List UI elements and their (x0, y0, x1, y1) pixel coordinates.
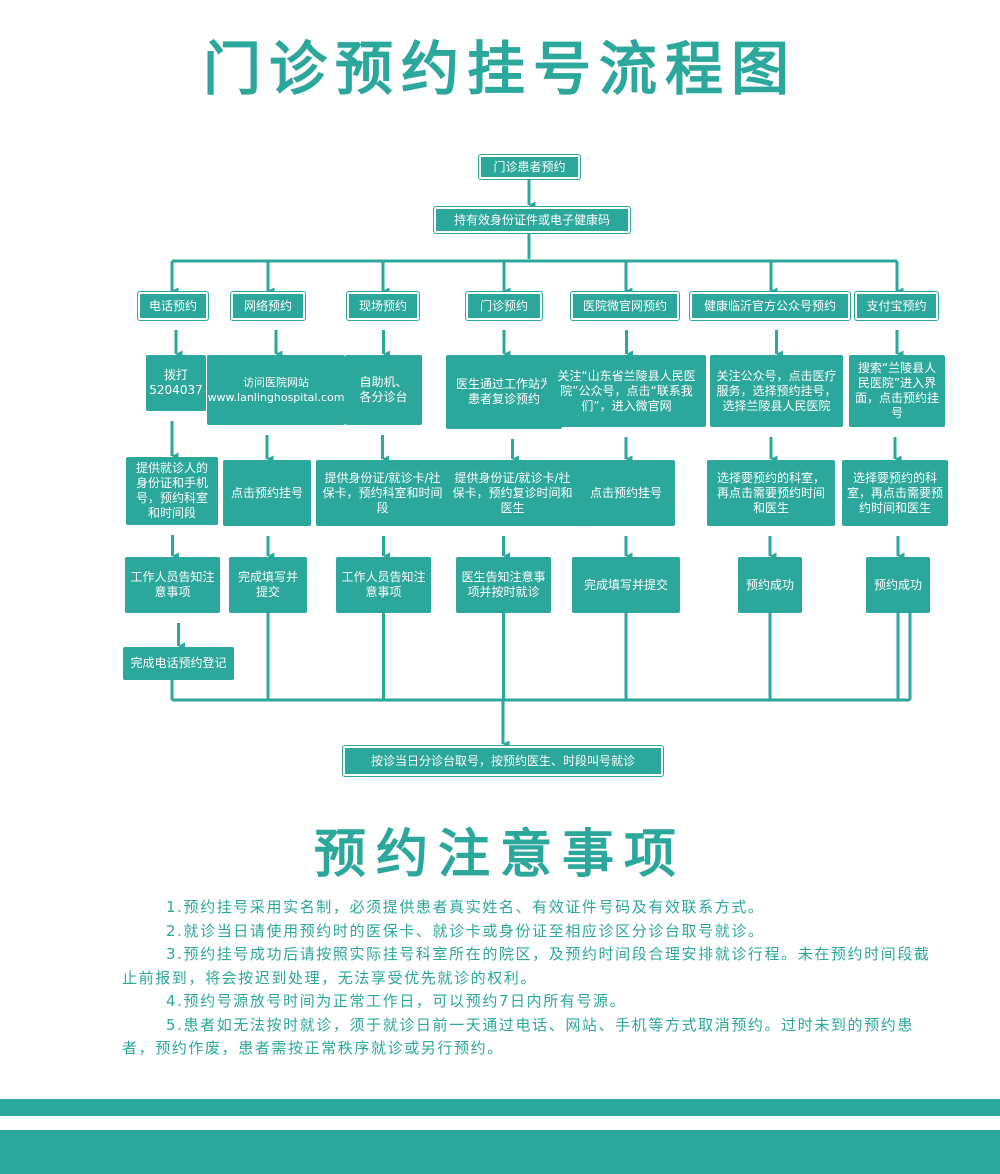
flowchart (170, 180, 912, 748)
channel-header: 电话预约 (138, 292, 208, 320)
channel-step: 自助机、 各分诊台 (345, 355, 422, 425)
channel-header: 现场预约 (347, 292, 419, 320)
note-item: 2.就诊当日请使用预约时的医保卡、就诊卡或身份证至相应诊区分诊台取号就诊。 (166, 921, 765, 940)
channel-step: 预约成功 (738, 557, 802, 613)
channel-step: 提供身份证/就诊卡/社保卡，预约复诊时间和医生 (446, 460, 579, 526)
channel-header: 支付宝预约 (855, 292, 938, 320)
channel-header: 健康临沂官方公众号预约 (690, 292, 850, 320)
footer-band-bottom (0, 1130, 1000, 1174)
channel-step: 访问医院网站 www.lanlinghospital.com (207, 355, 345, 425)
channel-step: 预约成功 (866, 557, 930, 613)
notes-title: 预约注意事项 (313, 825, 686, 885)
channel-header: 门诊预约 (466, 292, 542, 320)
page-title: 门诊预约挂号流程图 (202, 35, 797, 103)
channel-step: 工作人员告知注意事项 (125, 557, 220, 613)
channel-step: 拨打 5204037 (146, 355, 206, 411)
channel-step: 工作人员告知注意事项 (336, 557, 431, 613)
note-item: 1.预约挂号采用实名制，必须提供患者真实姓名、有效证件号码及有效联系方式。 (166, 898, 765, 916)
channel-header: 网络预约 (231, 292, 305, 320)
channel-step: 完成填写并提交 (572, 557, 680, 613)
channel-step: 关注“山东省兰陵县人民医院”公众号，点击“联系我们”，进入微官网 (547, 355, 706, 427)
channel-step: 提供身份证/就诊卡/社保卡，预约科室和时间段 (316, 460, 449, 526)
footer-band-top (0, 1099, 1000, 1116)
channel-step: 医生通过工作站为患者复诊预约 (446, 355, 562, 429)
channel-step: 提供就诊人的身份证和手机号，预约科室和时间段 (126, 457, 218, 525)
end-node: 按诊当日分诊台取号，按预约医生、时段叫号就诊 (343, 746, 663, 776)
channel-step: 关注公众号，点击医疗服务，选择预约挂号，选择兰陵县人民医院 (710, 355, 843, 427)
start-node: 门诊患者预约 (479, 155, 580, 179)
channel-step: 选择要预约的科室，再点击需要预约时间和医生 (707, 460, 835, 526)
channel-step: 选择要预约的科室，再点击需要预约时间和医生 (842, 460, 948, 526)
note-item: 3.预约挂号成功后请按照实际挂号科室所在的院区，及预约时间段合理安排就诊行程。未… (122, 945, 931, 987)
channel-step: 点击预约挂号 (223, 460, 311, 526)
channel-step: 搜索“兰陵县人民医院”进入界面，点击预约挂号 (849, 355, 945, 427)
channel-header: 医院微官网预约 (571, 292, 679, 320)
notes-list: 1.预约挂号采用实名制，必须提供患者真实姓名、有效证件号码及有效联系方式。 2.… (122, 896, 942, 1061)
channel-step: 完成填写并提交 (229, 557, 307, 613)
channel-step: 点击预约挂号 (577, 460, 675, 526)
note-item: 4.预约号源放号时间为正常工作日，可以预约7日内所有号源。 (166, 992, 627, 1010)
requirement-node: 持有效身份证件或电子健康码 (434, 207, 630, 233)
note-item: 5.患者如无法按时就诊，须于就诊日前一天通过电话、网站、手机等方式取消预约。过时… (122, 1015, 914, 1058)
channel-step: 完成电话预约登记 (123, 647, 234, 680)
channel-step: 医生告知注意事项并按时就诊 (456, 557, 551, 613)
